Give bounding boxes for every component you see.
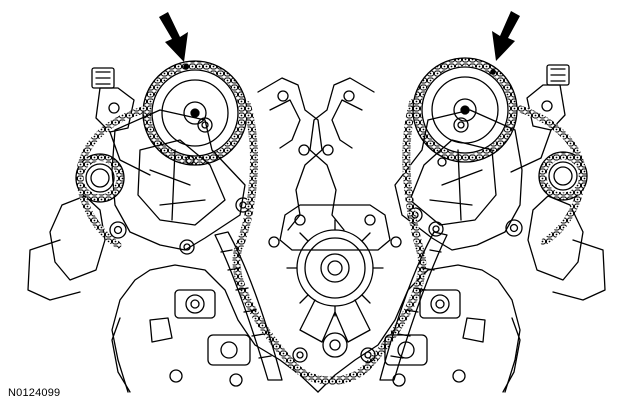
right-cylinder-head <box>310 78 374 230</box>
center-lower-fasteners <box>269 237 401 362</box>
figure-id-label: N0124099 <box>8 387 61 399</box>
right-cam-phaser-sprocket <box>413 58 517 162</box>
right-lower-components <box>385 290 485 386</box>
secondary-chains <box>80 108 582 245</box>
left-timing-mark <box>184 65 188 69</box>
left-tensioner-arm <box>215 232 282 380</box>
oil-pump-housing <box>280 205 390 250</box>
left-cam-phaser-sprocket <box>143 61 247 165</box>
crankshaft-sprocket <box>287 220 383 342</box>
right-chain-bracket <box>395 110 522 250</box>
right-tensioner-arm <box>380 232 447 380</box>
left-vct-solenoid <box>92 68 150 175</box>
left-cylinder-head <box>258 78 322 230</box>
right-timing-mark <box>491 70 495 74</box>
engine-block-outline <box>28 196 605 392</box>
left-timing-arrow <box>159 12 188 62</box>
right-vct-solenoid <box>511 65 569 172</box>
left-lower-components <box>150 290 250 386</box>
right-timing-arrow <box>492 11 520 61</box>
left-chain-bracket <box>110 110 250 254</box>
